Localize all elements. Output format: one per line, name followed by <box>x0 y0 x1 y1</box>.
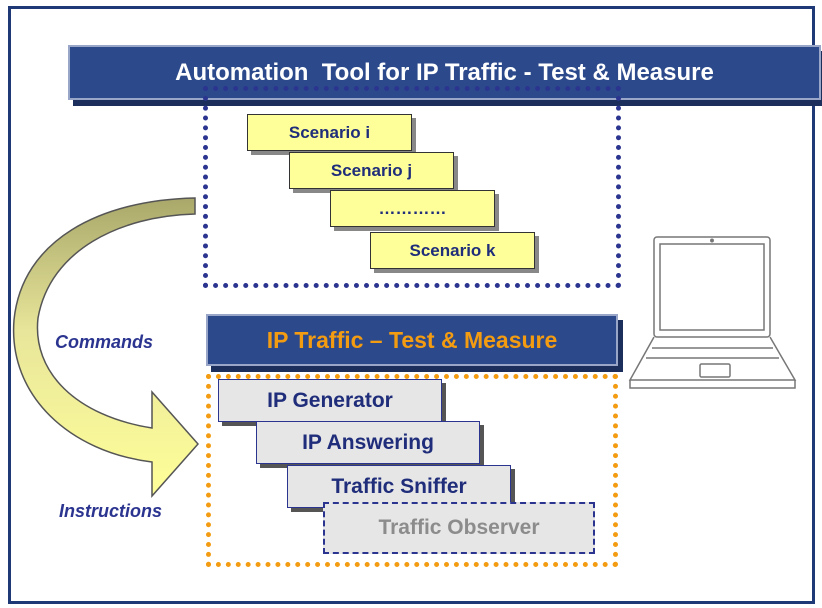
module-traffic-observer: Traffic Observer <box>323 502 595 554</box>
test-measure-title-bar: IP Traffic – Test & Measure <box>206 314 618 366</box>
modules-container <box>206 374 618 567</box>
module-ip-generator: IP Generator <box>218 379 442 422</box>
test-measure-title: IP Traffic – Test & Measure <box>266 326 558 353</box>
module-ip-answering: IP Answering <box>256 421 480 464</box>
tool-title: Automation Tool for IP Traffic - Test & … <box>175 58 714 86</box>
scenario-j: Scenario j <box>289 152 454 189</box>
scenario-label: ………… <box>378 198 447 218</box>
scenario-k: Scenario k <box>370 232 535 269</box>
curved-arrow-icon <box>12 197 200 498</box>
scenario-ellipsis: ………… <box>330 190 495 227</box>
module-label: IP Answering <box>302 430 434 454</box>
module-label: IP Generator <box>267 388 393 412</box>
module-label: Traffic Sniffer <box>331 474 467 498</box>
commands-label: Commands <box>55 332 154 352</box>
instructions-label: Instructions <box>59 501 163 521</box>
laptop-icon <box>628 236 797 389</box>
scenario-i: Scenario i <box>247 114 412 151</box>
scenario-label: Scenario k <box>409 240 496 260</box>
scenario-label: Scenario i <box>288 122 371 142</box>
scenarios-container <box>203 86 621 288</box>
module-label: Traffic Observer <box>378 516 540 539</box>
scenario-label: Scenario j <box>330 160 413 180</box>
